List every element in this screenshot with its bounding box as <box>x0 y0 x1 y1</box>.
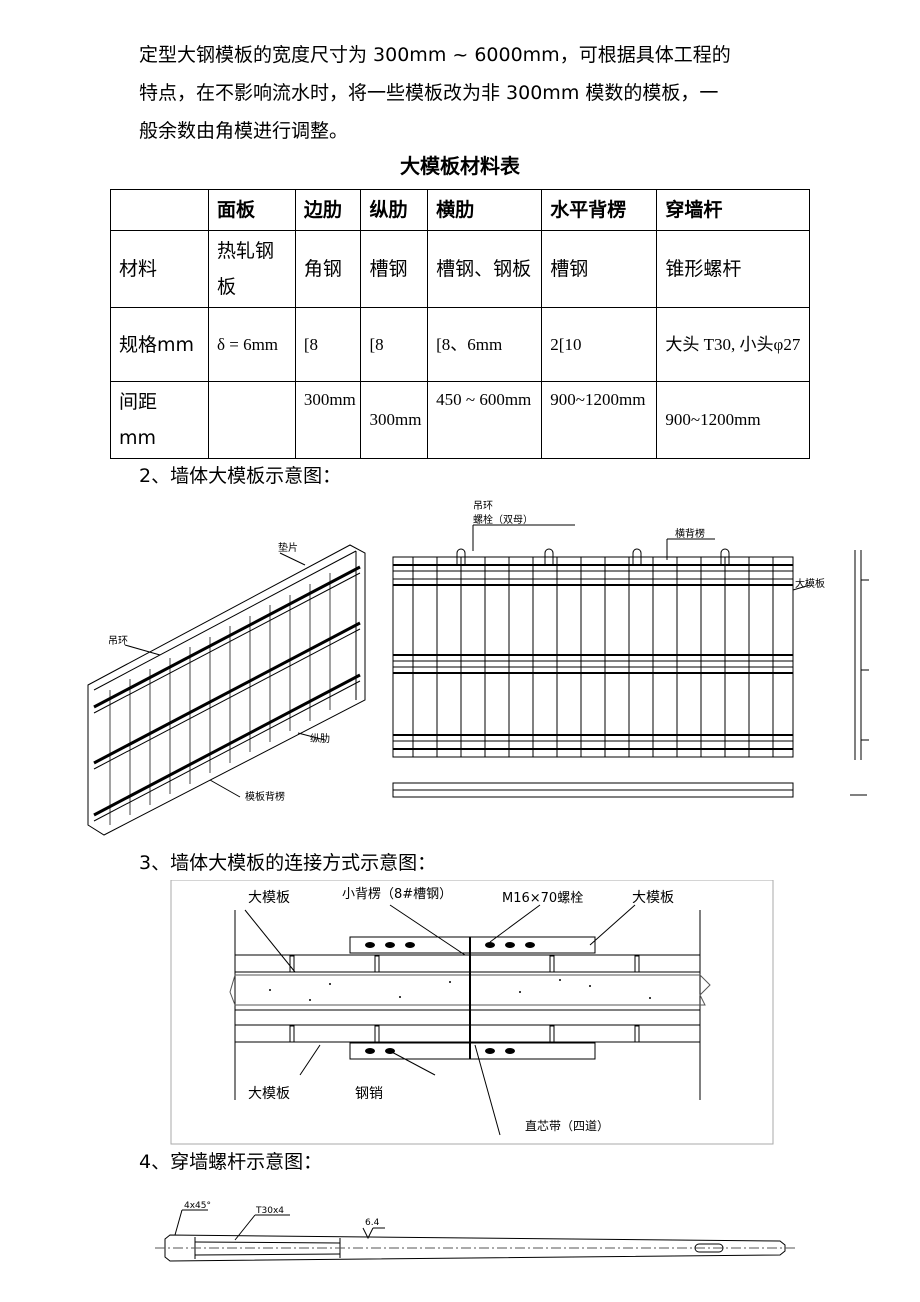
table-cell <box>207 381 296 459</box>
label-bolt: M16×70螺栓 <box>502 891 583 906</box>
connection-diagram: 大模板 小背楞（8#槽钢） M16×70螺栓 大模板 大模板 钢销 直芯带（四道… <box>170 880 774 1145</box>
table-header-cell: 面板 <box>207 189 296 231</box>
table-cell: 大头 T30, 小头φ27 <box>656 307 810 382</box>
isometric-formwork-drawing: 垫片 吊环 纵肋 模板背楞 <box>87 541 366 836</box>
table-cell: 槽钢 <box>360 230 429 308</box>
label-lifting-ring: 吊环 <box>108 635 128 647</box>
section-4-heading: 4、穿墙螺杆示意图： <box>139 1151 323 1173</box>
intro-line-3: 般余数由角模进行调整。 <box>139 120 349 142</box>
label-bottom-left-board: 大模板 <box>248 1086 290 1102</box>
table-cell: 2[10 <box>541 307 658 382</box>
table-header-cell: 穿墙杆 <box>656 189 810 231</box>
table-header-row: 面板 边肋 纵肋 横肋 水平背楞 穿墙杆 <box>110 189 810 231</box>
table-cell: 热轧钢板 <box>207 230 296 308</box>
table-cell: 900~1200mm <box>656 381 810 459</box>
table-cell: 角钢 <box>294 230 362 308</box>
table-header-cell: 横肋 <box>427 189 543 231</box>
table-header-cell: 边肋 <box>294 189 362 231</box>
intro-line-1: 定型大钢模板的宽度尺寸为 300mm ~ 6000mm，可根据具体工程的 <box>139 44 731 66</box>
label-top-right-board: 大模板 <box>632 890 674 906</box>
label-steel-pin: 钢销 <box>355 1086 383 1102</box>
intro-line-2: 特点，在不影响流水时，将一些模板改为非 300mm 模数的模板，一 <box>139 82 719 104</box>
table-header-cell: 水平背楞 <box>541 189 658 231</box>
label-top-lifting-ring: 吊环 <box>473 500 493 512</box>
table-cell: 规格mm <box>110 307 209 382</box>
label-pad: 垫片 <box>278 541 298 554</box>
intro-paragraph: 定型大钢模板的宽度尺寸为 300mm ~ 6000mm，可根据具体工程的 特点，… <box>139 36 799 150</box>
table-row: 间距 mm 300mm 300mm 450 ~ 600mm 900~1200mm… <box>110 381 810 459</box>
table-cell: [8 <box>294 307 362 382</box>
table-cell: 槽钢 <box>541 230 658 308</box>
table-cell: [8、6mm <box>427 307 543 382</box>
formwork-elevation-drawing: 吊环 螺栓（双母） 横背楞 大模板 <box>392 500 869 798</box>
label-thread: T30x4 <box>255 1206 284 1216</box>
label-side-board: 大模板 <box>795 577 825 590</box>
table-header-cell <box>110 189 209 231</box>
table-cell: 300mm <box>294 381 362 459</box>
label-core-band: 直芯带（四道） <box>525 1119 609 1133</box>
table-row: 材料 热轧钢板 角钢 槽钢 槽钢、钢板 槽钢 锥形螺杆 <box>110 230 810 308</box>
table-cell: 间距 mm <box>110 381 209 459</box>
materials-table: 面板 边肋 纵肋 横肋 水平背楞 穿墙杆 材料 热轧钢板 角钢 槽钢 槽钢、钢板… <box>110 189 810 459</box>
through-wall-bolt-drawing: 4x45° T30x4 6.4 <box>155 1201 795 1262</box>
table-header-cell: 纵肋 <box>360 189 429 231</box>
label-horizontal-back: 横背楞 <box>675 527 705 540</box>
table-cell: 450 ~ 600mm <box>427 381 543 459</box>
section-3-heading: 3、墙体大模板的连接方式示意图： <box>139 852 437 874</box>
label-top-left-board: 大模板 <box>248 890 290 906</box>
section-2-heading: 2、墙体大模板示意图： <box>139 465 342 487</box>
table-cell: 材料 <box>110 230 209 308</box>
table-row: 规格mm δ = 6mm [8 [8 [8、6mm 2[10 大头 T30, 小… <box>110 307 810 382</box>
table-title: 大模板材料表 <box>400 154 520 178</box>
table-cell: 300mm <box>360 381 429 459</box>
label-form-back: 模板背楞 <box>245 790 285 803</box>
table-cell: 900~1200mm <box>541 381 658 459</box>
table-cell: 槽钢、钢板 <box>427 230 543 308</box>
table-cell: δ = 6mm <box>207 307 296 382</box>
label-roughness: 6.4 <box>365 1218 380 1228</box>
label-vertical-rib: 纵肋 <box>310 732 330 745</box>
table-cell: [8 <box>360 307 429 382</box>
label-top-bolt: 螺栓（双母） <box>473 513 533 526</box>
label-chamfer: 4x45° <box>184 1201 211 1211</box>
table-cell: 锥形螺杆 <box>656 230 810 308</box>
label-small-back: 小背楞（8#槽钢） <box>342 887 452 902</box>
